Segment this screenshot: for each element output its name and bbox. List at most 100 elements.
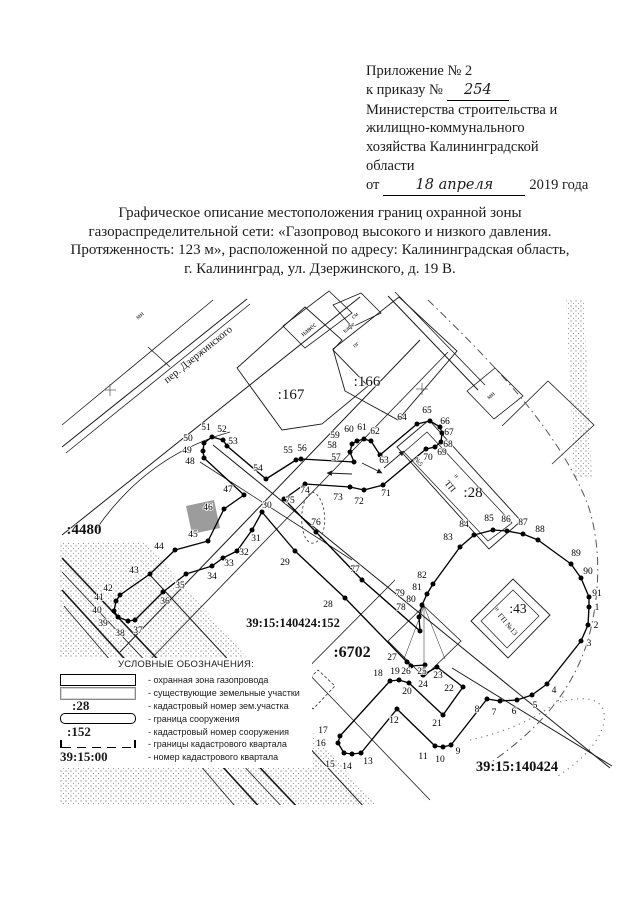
boundary-point	[578, 575, 584, 581]
boundary-point-number: 24	[418, 680, 428, 690]
legend-label: - номер кадастрового квартала	[148, 752, 279, 763]
boundary-point	[504, 528, 510, 534]
boundary-point-number: 69	[437, 448, 447, 458]
boundary-point-number: 42	[103, 584, 113, 594]
structure-swatch-icon	[60, 713, 136, 725]
map-label: :167	[278, 387, 305, 403]
boundary-point-number: 39	[98, 619, 108, 629]
legend-row: - граница сооружения	[60, 712, 312, 725]
boundary-point	[497, 698, 503, 704]
map-line	[119, 339, 421, 653]
boundary-point	[434, 664, 440, 670]
building-outline	[480, 589, 540, 649]
boundary-point-number: 56	[297, 444, 307, 454]
boundary-point	[440, 744, 446, 750]
map-line	[144, 351, 449, 666]
parcel-swatch-icon	[60, 686, 136, 700]
boundary-point-number: 57	[331, 453, 341, 463]
boundary-point-number: 38	[115, 629, 125, 639]
order-number-handwritten: 254	[446, 81, 509, 101]
map-line	[147, 346, 171, 368]
boundary-point-number: 75	[285, 496, 295, 506]
building-outline	[403, 431, 513, 542]
legend-label: - граница сооружения	[148, 713, 240, 724]
boundary-point-number: 53	[228, 437, 238, 447]
boundary-point-number: 1	[595, 603, 600, 613]
boundary-point	[209, 563, 215, 569]
boundary-point	[302, 481, 308, 487]
boundary-point	[349, 751, 355, 757]
boundary-point-number: 2	[594, 621, 599, 631]
structure-number-sample: :152	[67, 723, 91, 739]
legend-label: - границы кадастрового квартала	[148, 739, 287, 750]
map-line	[423, 605, 446, 660]
boundary-point	[241, 492, 247, 498]
boundary-point-number: 29	[280, 558, 290, 568]
quarter-border-swatch-icon	[60, 740, 136, 749]
boundary-point-number: 28	[323, 600, 333, 610]
boundary-point-number: 48	[185, 457, 195, 467]
boundary-point	[430, 581, 436, 587]
legend-label: - существующие земельные участки	[148, 688, 300, 699]
map-line	[403, 605, 425, 660]
boundary-point-number: 88	[535, 525, 545, 535]
document-title: Графическое описание местоположения гран…	[40, 204, 600, 278]
boundary-point	[448, 742, 454, 748]
boundary-point	[359, 577, 365, 583]
map-curve	[427, 299, 599, 764]
boundary-point	[298, 456, 304, 462]
boundary-point	[432, 444, 438, 450]
legend-row: - существующие земельные участки	[60, 686, 312, 700]
map-legend: УСЛОВНЫЕ ОБОЗНАЧЕНИЯ: - охранная зона га…	[58, 658, 312, 768]
title-line: газораспределительной сети: «Газопровод …	[88, 223, 552, 240]
boundary-point	[201, 455, 207, 461]
map-curve	[557, 698, 605, 777]
parcel-number-sample: :28	[72, 697, 90, 713]
boundary-point-number: 34	[207, 572, 217, 582]
boundary-point-number: 61	[357, 423, 367, 433]
boundary-point-number: 80	[406, 595, 416, 605]
legend-label: - кадастровый номер зем.участка	[148, 700, 289, 711]
boundary-point	[437, 424, 443, 430]
direction-arrow-icon	[326, 470, 353, 476]
boundary-point-number: 65	[422, 406, 432, 416]
map-label: 39:15:140424	[476, 759, 558, 775]
boundary-point	[490, 527, 496, 533]
direction-arrow-icon	[361, 462, 383, 474]
boundary-point	[160, 589, 166, 595]
map-label: мн	[134, 310, 146, 322]
boundary-point-number: 31	[251, 534, 261, 544]
boundary-point	[586, 604, 592, 610]
legend-label: - кадастровый номер сооружения	[148, 726, 289, 737]
boundary-point	[205, 538, 211, 544]
boundary-point-number: 16	[316, 739, 326, 749]
boundary-point	[201, 440, 207, 446]
map-label: навес	[299, 320, 319, 339]
boundary-point-number: 23	[433, 671, 443, 681]
boundary-point	[408, 663, 414, 669]
map-line	[61, 299, 214, 426]
boundary-point-number: 4	[552, 686, 557, 696]
boundary-point-number: 87	[518, 518, 528, 528]
map-line	[65, 303, 251, 454]
boundary-point	[263, 476, 269, 482]
map-line	[501, 380, 595, 465]
boundary-point-number: 76	[311, 518, 321, 528]
boundary-point	[335, 740, 341, 746]
boundary-point	[113, 598, 119, 604]
boundary-point	[406, 680, 412, 686]
boundary-point-number: 63	[379, 456, 389, 466]
boundary-point	[209, 434, 215, 440]
map-label: ТП	[443, 478, 459, 494]
boundary-point-number: 84	[459, 520, 469, 530]
map-label: :166	[354, 374, 381, 390]
boundary-point	[342, 595, 348, 601]
boundary-point	[427, 418, 433, 424]
boundary-point	[414, 421, 420, 427]
boundary-point-number: 30	[262, 501, 272, 511]
boundary-point-number: 49	[182, 446, 192, 456]
map-label: мн	[485, 390, 497, 402]
boundary-point	[347, 484, 353, 490]
boundary-point-number: 52	[217, 425, 227, 435]
